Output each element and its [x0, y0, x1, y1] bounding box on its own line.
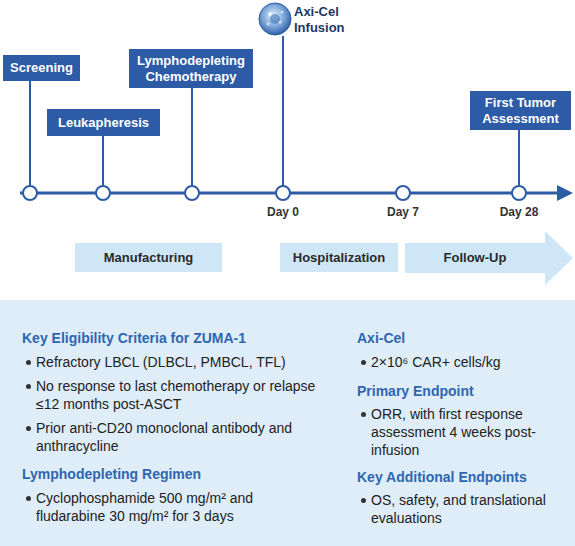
step-name: Screening: [10, 60, 73, 76]
day-label: Day 0: [253, 205, 313, 220]
leader-line: [518, 130, 520, 186]
step-box: Lymphodepleting Chemotherapy: [129, 49, 253, 88]
bullet-dot: [26, 360, 31, 365]
timeline-point: [23, 186, 37, 200]
cell-nucleus: [270, 14, 280, 24]
leader-line: [282, 36, 284, 186]
step-name: First Tumor Assessment: [470, 95, 571, 127]
bullet-dot: [361, 498, 366, 503]
bullet-text: Prior anti-CD20 monoclonal antibody and …: [36, 419, 321, 455]
timeline-point: [96, 186, 110, 200]
day-label: Day 7: [373, 205, 433, 220]
timeline-point: [512, 186, 526, 200]
phase-name: Follow-Up: [405, 243, 545, 273]
cell-dot: [268, 12, 272, 16]
bullet-text: 2×10⁶ CAR+ cells/kg: [371, 353, 566, 371]
leader-line: [191, 88, 193, 186]
cell-dot: [267, 23, 270, 26]
bullet-dot: [361, 360, 366, 365]
bullet-text: ORR, with first response assessment 4 we…: [371, 405, 549, 459]
cell-dot: [281, 11, 284, 14]
bullet-text: No response to last chemotherapy or rela…: [36, 377, 321, 413]
timeline-point: [396, 186, 410, 200]
phase-band: Hospitalization: [280, 243, 398, 272]
section-heading: Axi-Cel: [357, 329, 567, 347]
timeline-point: [276, 186, 290, 200]
bullet-dot: [361, 412, 366, 417]
bullet-dot: [26, 426, 31, 431]
phase-arrow: Follow-Up: [405, 231, 573, 285]
bullet-dot: [26, 496, 31, 501]
axis-arrowhead: [557, 185, 573, 201]
section-heading: Primary Endpoint: [357, 382, 567, 400]
bullet-text: OS, safety, and translational evaluation…: [371, 491, 549, 527]
event-label: Axi-Cel Infusion: [294, 4, 360, 36]
phase-band: Manufacturing: [75, 243, 222, 272]
info-panel: Key Eligibility Criteria for ZUMA-1Refra…: [0, 300, 575, 546]
bullet-text: Cyclophosphamide 500 mg/m² and fludarabi…: [36, 489, 321, 525]
timeline-point: [185, 186, 199, 200]
step-box: Screening: [3, 55, 80, 81]
cell-illustration: [259, 3, 291, 35]
leader-line: [102, 136, 104, 186]
step-box: First Tumor Assessment: [470, 91, 571, 130]
section-heading: Lymphodepleting Regimen: [22, 465, 342, 483]
bullet-text: Refractory LBCL (DLBCL, PMBCL, TFL): [36, 353, 321, 371]
phase-name: Manufacturing: [104, 250, 194, 266]
step-box: Leukapheresis: [47, 109, 160, 136]
section-heading: Key Additional Endpoints: [357, 468, 567, 486]
phase-name: Hospitalization: [293, 250, 385, 266]
section-heading: Key Eligibility Criteria for ZUMA-1: [22, 329, 342, 347]
bullet-dot: [26, 384, 31, 389]
day-label: Day 28: [489, 205, 549, 220]
step-name: Leukapheresis: [58, 115, 149, 131]
arrow-outline: [405, 231, 573, 285]
step-name: Lymphodepleting Chemotherapy: [129, 53, 253, 85]
leader-line: [29, 81, 31, 186]
